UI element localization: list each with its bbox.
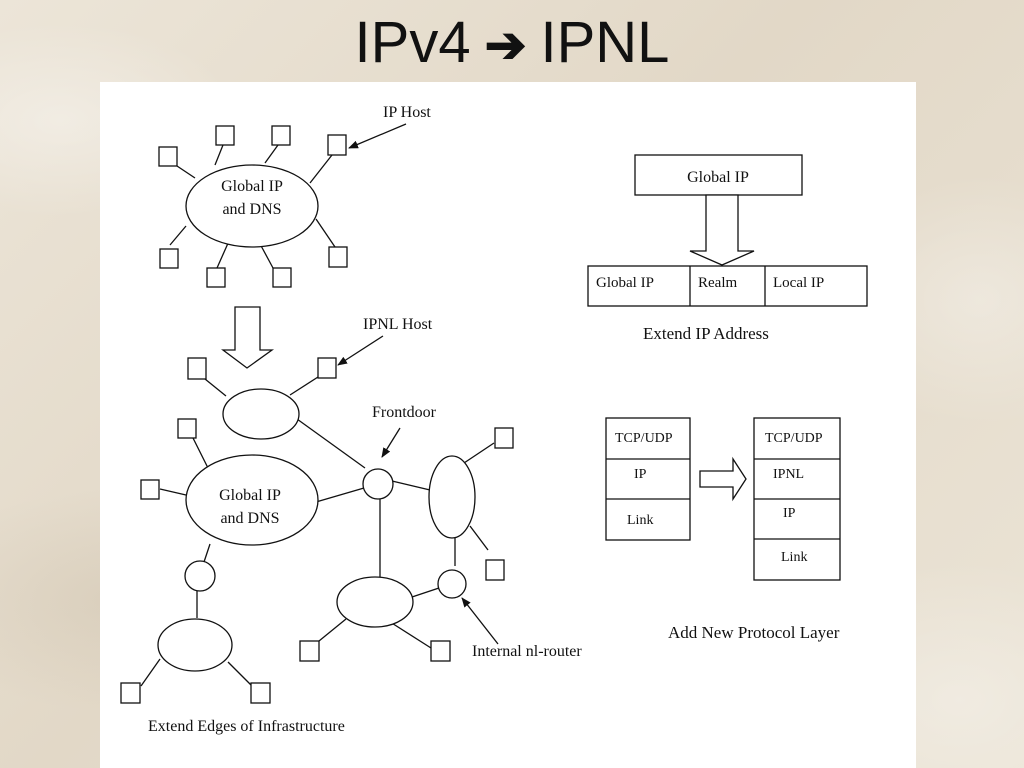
realm-right: [428, 455, 476, 539]
right-arrow-icon: ➔: [484, 17, 527, 73]
ip-host-node: [328, 246, 348, 268]
right-stack-layer: TCP/UDP: [765, 431, 823, 446]
frontdoor-router: [362, 468, 394, 500]
slide-title: IPv4➔IPNL: [0, 6, 1024, 80]
ip-host-node: [159, 248, 179, 269]
left-stack-layer: Link: [627, 513, 653, 528]
left-stack-layer: TCP/UDP: [615, 431, 673, 446]
address-fields-box: [587, 265, 868, 307]
frontdoor-router: [184, 560, 216, 592]
left-stack-layer: IP: [634, 467, 647, 482]
ipnl-host-node: [140, 479, 160, 500]
right-stack-layer: Link: [781, 550, 807, 565]
ipnl-host-node: [430, 640, 451, 662]
address-field-local-ip: Local IP: [773, 275, 824, 291]
ipnl-host-node: [317, 357, 337, 379]
realm-top: [222, 388, 300, 440]
ipnl-host-node: [250, 682, 271, 704]
internal-router-label: Internal nl-router: [472, 643, 582, 660]
global-ip-dns-cloud: [185, 454, 319, 546]
caption-infrastructure: Extend Edges of Infrastructure: [148, 718, 345, 735]
ip-host-node: [271, 125, 291, 146]
address-field-global-ip: Global IP: [596, 275, 654, 291]
ip-host-node: [272, 267, 292, 288]
ip-host-node: [206, 267, 226, 288]
down-arrow-icon: [689, 194, 755, 266]
ipnl-host-label: IPNL Host: [363, 316, 433, 333]
ipnl-host-node: [120, 682, 141, 704]
right-arrow-icon: [699, 456, 747, 502]
address-top-label: Global IP: [687, 169, 749, 186]
frontdoor-label: Frontdoor: [372, 404, 437, 421]
extend-ip-address: Global IP Global IP Realm Local IP Exten…: [587, 154, 868, 343]
ipnl-host-node: [177, 418, 197, 439]
caption-protocol: Add New Protocol Layer: [668, 623, 840, 642]
ip-host-node: [327, 134, 347, 156]
internal-nl-router: [437, 569, 467, 599]
global-ip-dns-cloud: [185, 164, 319, 248]
title-ipnl: IPNL: [540, 10, 670, 75]
ipnl-host-node: [494, 427, 514, 449]
ip-host-node: [158, 146, 178, 167]
ip-host-node: [215, 125, 235, 146]
ip-host-label: IP Host: [383, 104, 431, 121]
address-field-realm: Realm: [698, 275, 737, 291]
realm-left: [157, 618, 233, 672]
ipnl-host-node: [187, 357, 207, 380]
left-protocol-stack: [605, 417, 691, 541]
right-stack-layer: IP: [783, 506, 796, 521]
realm-bottom: [336, 576, 414, 628]
add-protocol-layer: TCP/UDP IP Link TCP/UDP IPNL IP Link Add…: [605, 417, 841, 642]
ipnl-host-node: [485, 559, 505, 581]
right-stack-layer: IPNL: [773, 467, 804, 482]
global-ip-box: [634, 154, 803, 196]
caption-address: Extend IP Address: [643, 324, 769, 343]
down-arrow-icon: [221, 306, 275, 369]
title-ipv4: IPv4: [354, 10, 471, 75]
ipnl-host-node: [299, 640, 320, 662]
